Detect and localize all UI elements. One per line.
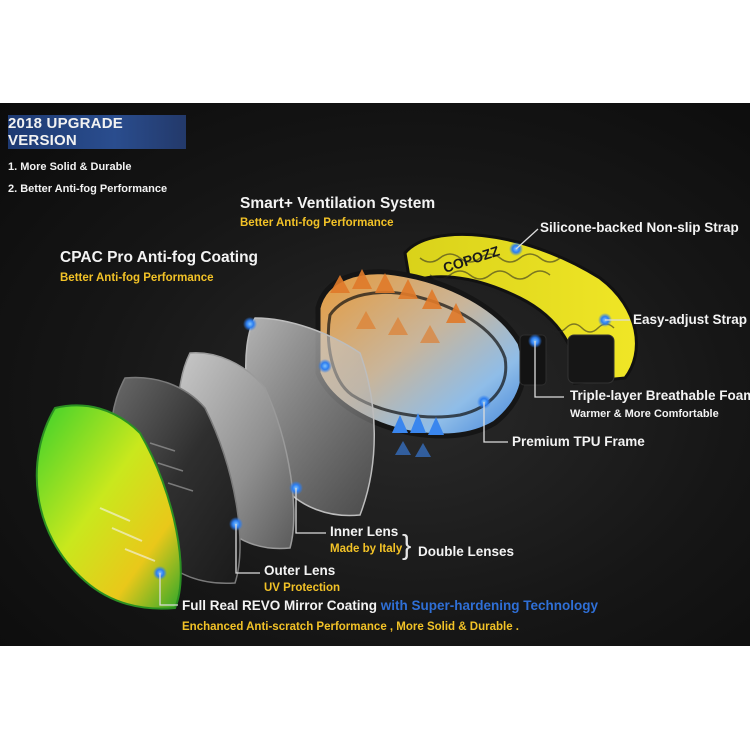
coating-sub: Better Anti-fog Performance (60, 272, 214, 284)
point-2: 2. Better Anti-fog Performance (8, 183, 168, 195)
airflow-arrows (392, 413, 444, 457)
double-lens-brace: } (402, 529, 412, 560)
revo-mirror-lens (35, 404, 182, 610)
ventilation-title: Smart+ Ventilation System (240, 195, 436, 212)
strap-band (403, 232, 638, 385)
infographic-panel: COPOZZ 2018 UPGRADE VERSION 1. More Soli… (0, 103, 750, 646)
foam-sub: Warmer & More Comfortable (570, 408, 719, 420)
coating-title: CPAC Pro Anti-fog Coating (60, 249, 259, 266)
revo-sub: Enchanced Anti-scratch Performance , Mor… (182, 621, 519, 633)
outer-lens-sub: UV Protection (264, 582, 341, 594)
ventilation-arrows (330, 269, 466, 343)
revo-title: Full Real REVO Mirror Coating (182, 598, 378, 613)
outer-lens-title: Outer Lens (264, 563, 336, 578)
strap-adjust-label: Easy-adjust Strap (633, 312, 748, 327)
inner-lens-sub: Made by Italy (330, 543, 403, 555)
upgrade-badge: 2018 UPGRADE VERSION (8, 115, 186, 149)
frame-label: Premium TPU Frame (512, 434, 645, 449)
leader-lines (159, 228, 630, 606)
point-1: 1. More Solid & Durable (8, 161, 132, 173)
double-lens-label: Double Lenses (418, 544, 515, 559)
ventilation-sub: Better Anti-fog Performance (240, 217, 394, 229)
revo-highlight: with Super-hardening Technology (380, 598, 599, 613)
goggles-illustration: COPOZZ (35, 228, 638, 610)
revo-title-line: Full Real REVO Mirror Coating with Super… (182, 598, 598, 613)
strap-nonslip-label: Silicone-backed Non-slip Strap (540, 220, 739, 235)
foam-title: Triple-layer Breathable Foam (570, 388, 750, 403)
inner-lens-title: Inner Lens (330, 524, 399, 539)
